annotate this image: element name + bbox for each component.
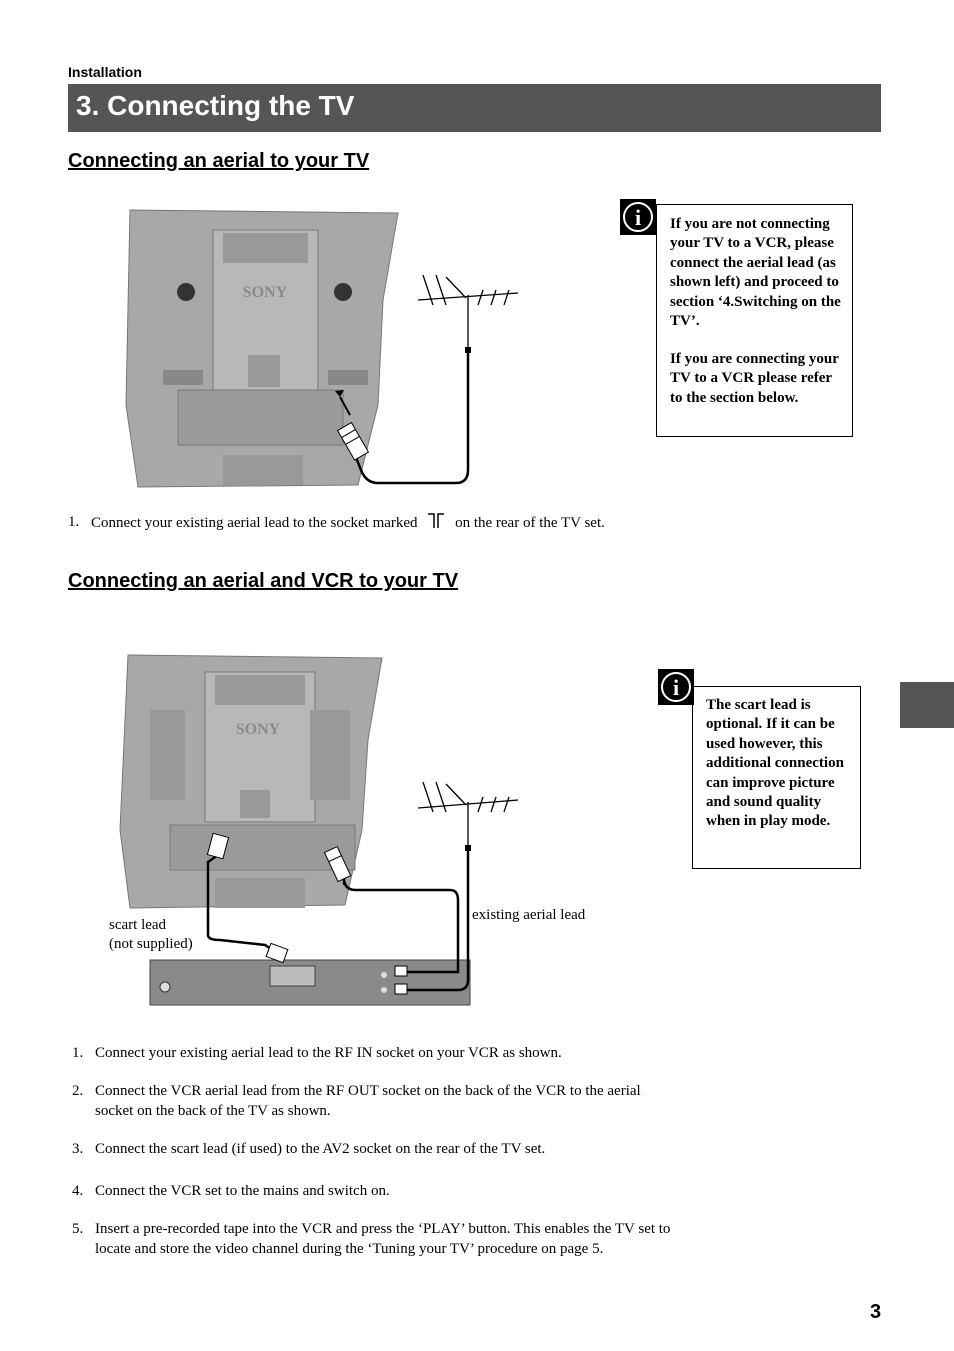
aerial-socket-icon (428, 513, 445, 528)
page-number: 3 (870, 1301, 882, 1323)
tv-aerial-diagram: SONY (125, 209, 519, 488)
info-symbol: i (673, 675, 679, 700)
section-heading-aerial-vcr: Connecting an aerial and VCR to your TV (68, 570, 459, 592)
step-number: 5. (72, 1221, 84, 1237)
info-icon: i (658, 669, 694, 705)
step-number: 1. (72, 1045, 84, 1061)
step-item: 1. Connect your existing aerial lead to … (72, 1044, 682, 1064)
page-title: 3. Connecting the TV (76, 90, 355, 121)
brand-logo: SONY (243, 284, 288, 301)
tv-rear-illustration: SONY (119, 654, 383, 909)
note-text-1: If you are not connecting your TV to a V… (670, 216, 841, 330)
step-text-before: Connect your existing aerial lead to the… (91, 515, 418, 531)
side-tab (900, 682, 954, 728)
aerial-lead-cable (351, 350, 470, 485)
step-item: 2. Connect the VCR aerial lead from the … (72, 1082, 682, 1122)
step-text-after: on the rear of the TV set. (455, 515, 605, 531)
step-item: 4. Connect the VCR set to the mains and … (72, 1182, 682, 1202)
step-item: 3. Connect the scart lead (if used) to t… (72, 1140, 682, 1160)
brand-logo: SONY (236, 721, 281, 738)
aerial-plug (336, 421, 370, 461)
title-bar: 3. Connecting the TV (68, 84, 881, 132)
rf-plug (323, 845, 352, 883)
step-number: 4. (72, 1183, 84, 1199)
step-text: Connect the scart lead (if used) to the … (95, 1141, 546, 1157)
step-text: Insert a pre-recorded tape into the VCR … (95, 1221, 671, 1257)
section-label: Installation (68, 64, 142, 80)
step-number: 2. (72, 1083, 84, 1099)
info-symbol: i (635, 205, 641, 230)
label-scart-not-supplied: (not supplied) (109, 936, 193, 952)
step-number: 3. (72, 1141, 84, 1157)
tv-vcr-diagram: SONY (119, 654, 519, 1006)
step-item: 1. Connect your existing aerial lead to … (68, 513, 688, 533)
step-text: Connect the VCR aerial lead from the RF … (95, 1083, 641, 1119)
label-existing-aerial-lead: existing aerial lead (472, 907, 586, 923)
step-text: Connect your existing aerial lead to the… (95, 1045, 562, 1061)
cables (206, 850, 470, 992)
step-text: Connect the VCR set to the mains and swi… (95, 1183, 390, 1199)
antenna-icon (417, 781, 519, 850)
note-text-2: If you are connecting your TV to a VCR p… (670, 351, 839, 406)
section-heading-aerial: Connecting an aerial to your TV (68, 150, 370, 172)
note-text-scart: The scart lead is optional. If it can be… (706, 697, 844, 830)
vcr-unit (149, 959, 471, 1006)
tv-rear-illustration: SONY (125, 209, 399, 488)
step-text: Connect your existing aerial lead to the… (91, 513, 671, 534)
info-icon: i (620, 199, 656, 235)
step-item: 5. Insert a pre-recorded tape into the V… (72, 1220, 682, 1260)
note-box-aerial: If you are not connecting your TV to a V… (656, 204, 853, 437)
note-box-scart: The scart lead is optional. If it can be… (692, 686, 861, 869)
step-number: 1. (68, 514, 80, 530)
label-scart-lead: scart lead (109, 917, 167, 933)
scart-plug (206, 832, 230, 860)
antenna-icon (417, 274, 519, 350)
